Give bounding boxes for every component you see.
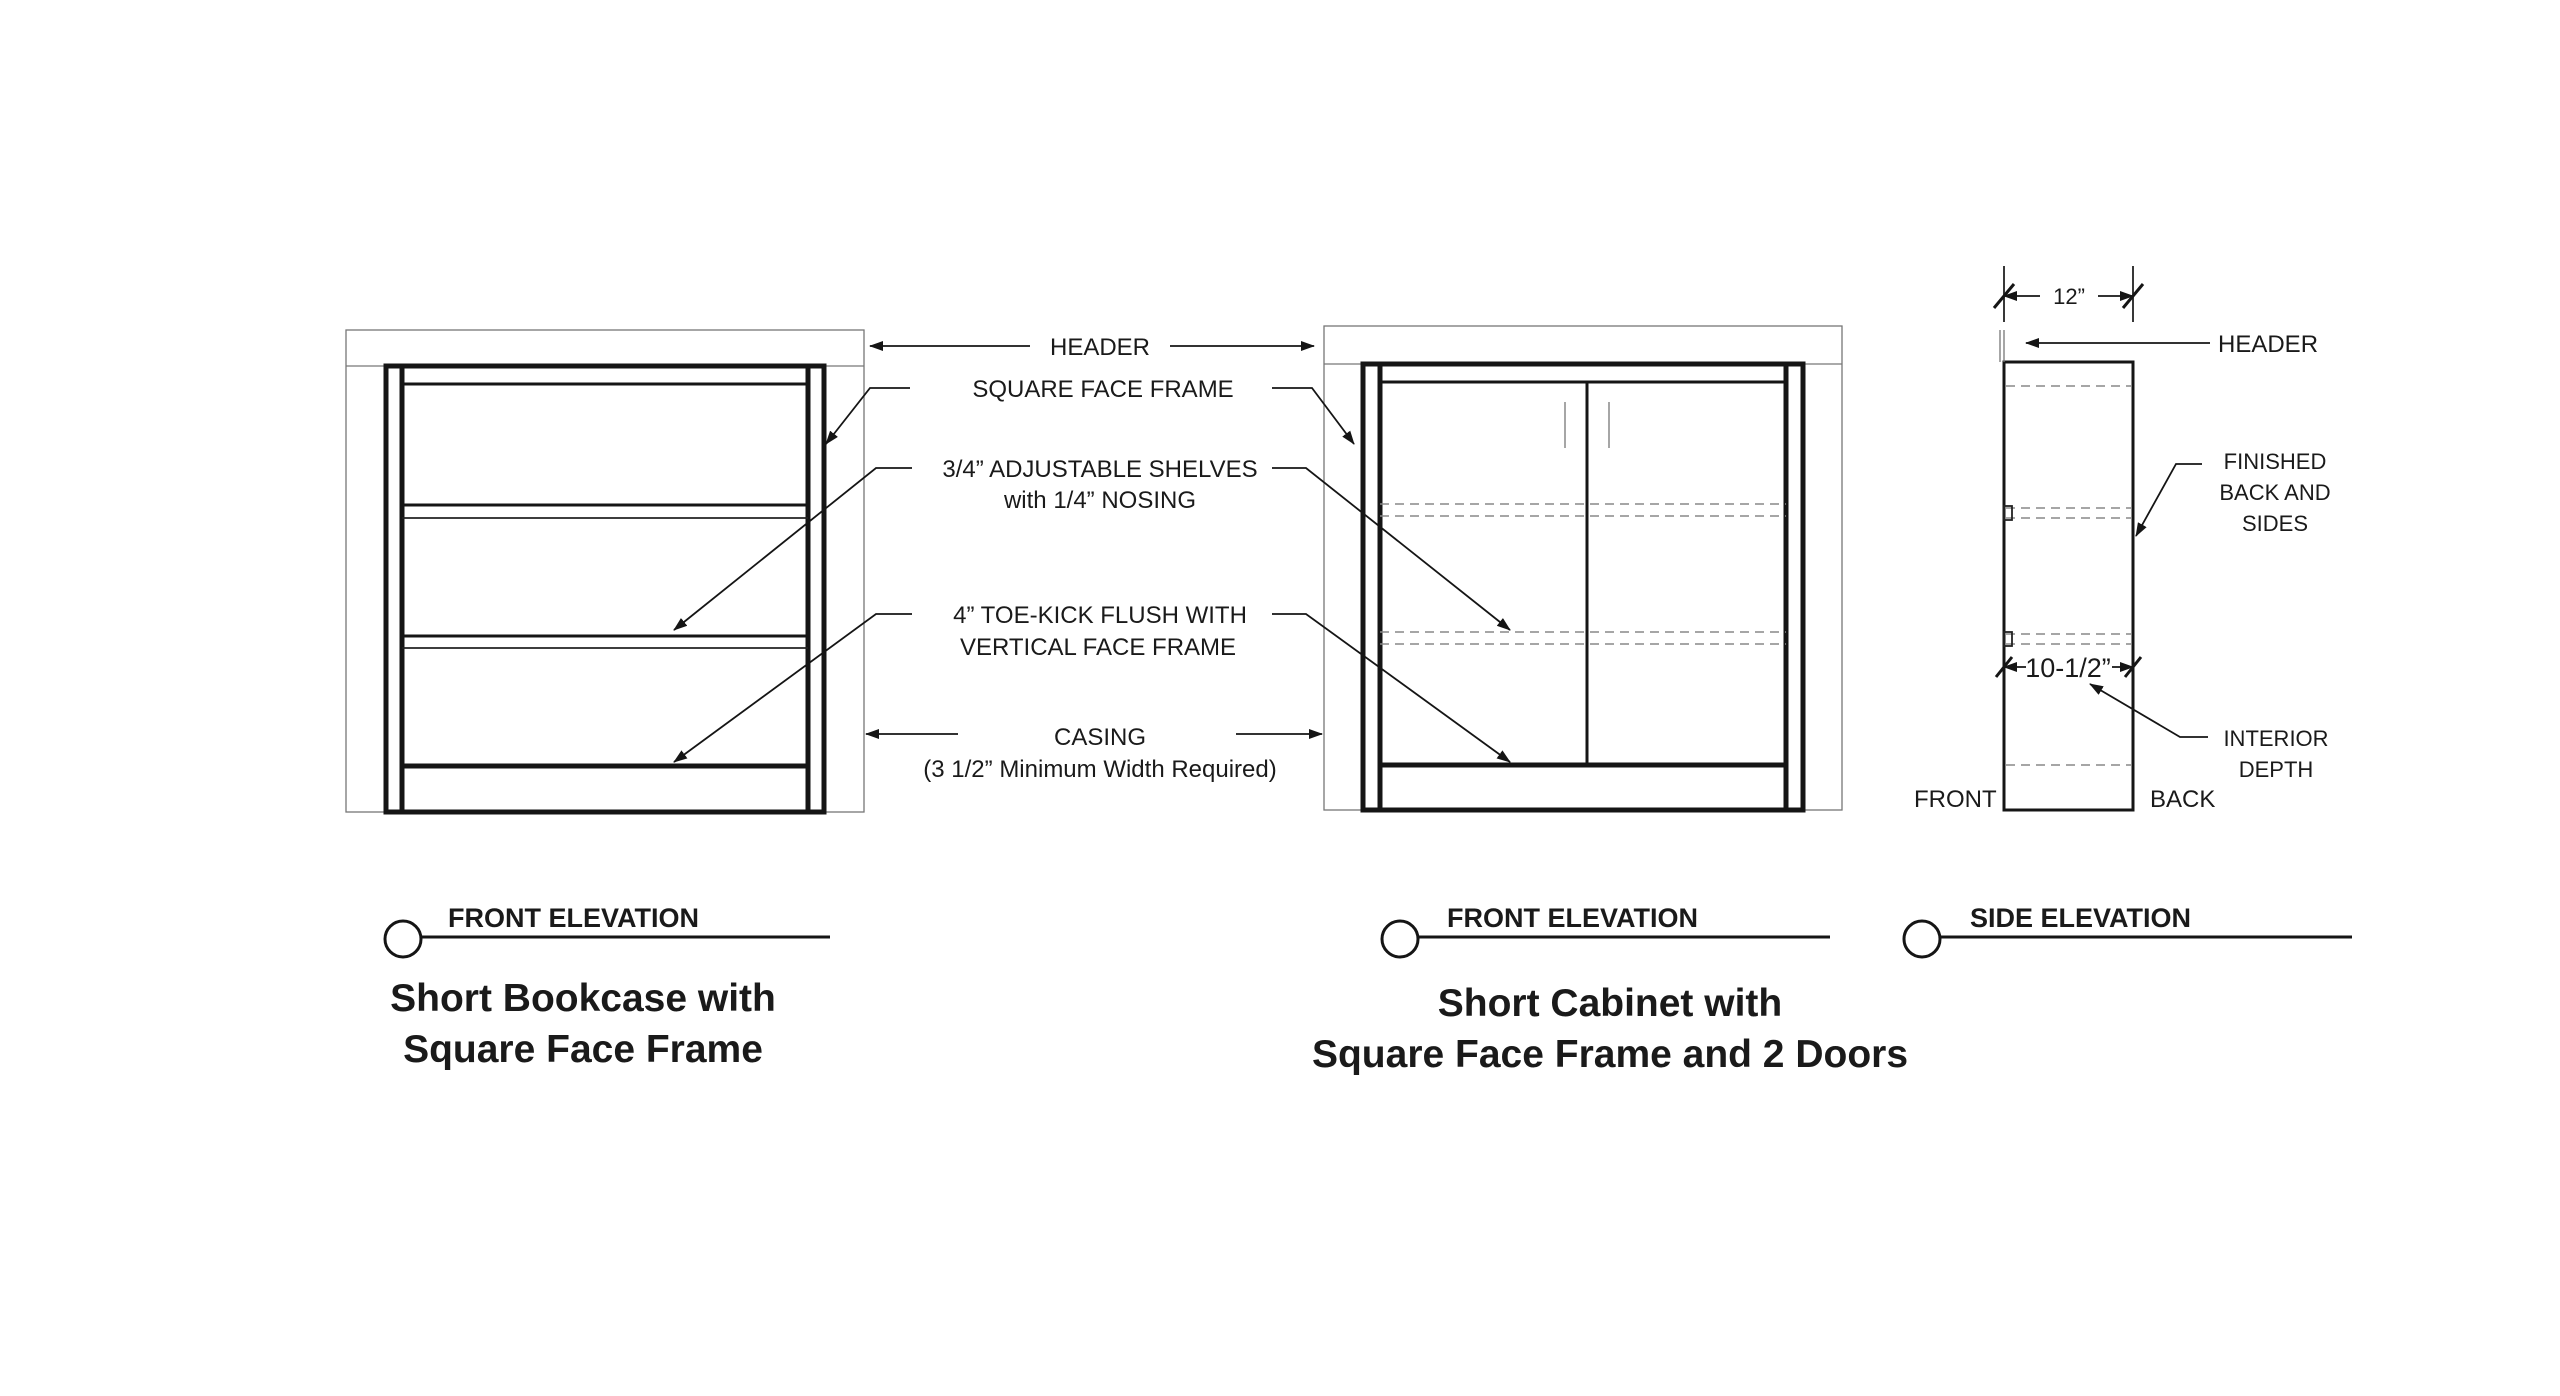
toekick-leader-left xyxy=(673,613,912,763)
cabinet-face-frame xyxy=(1360,361,1806,813)
elevation-marker-circle xyxy=(1380,919,1420,959)
toekick-leader-right xyxy=(1272,613,1511,763)
side-cabinet-body xyxy=(2002,360,2135,812)
finished-label-line2: BACK AND xyxy=(2219,480,2330,505)
face-frame-leader-left xyxy=(825,387,910,445)
square-face-frame-label: SQUARE FACE FRAME xyxy=(972,376,1233,403)
shelves-leader-right xyxy=(1272,467,1511,631)
cabinet-title: Short Cabinet with Square Face Frame and… xyxy=(1312,982,1908,1076)
side-header-label: HEADER xyxy=(2218,331,2318,358)
side-width-dim-label: 12” xyxy=(2053,284,2085,309)
elevation-label: SIDE ELEVATION xyxy=(1970,903,2191,933)
back-label: BACK xyxy=(2150,786,2215,813)
callout-labels: HEADER SQUARE FACE FRAME 3/4” ADJUSTABLE… xyxy=(923,334,1276,783)
elevation-marker-circle xyxy=(1902,919,1942,959)
finished-label-line1: FINISHED xyxy=(2224,449,2327,474)
side-nosing-1 xyxy=(2003,505,2013,521)
cabinet-header-outline xyxy=(1323,325,1843,811)
elevation-label: FRONT ELEVATION xyxy=(448,903,699,933)
side-depth-dim-label: 10-1/2” xyxy=(2025,653,2111,683)
side-nosing-2 xyxy=(2003,631,2013,647)
bookcase-front-elevation xyxy=(345,329,865,815)
finished-label-line3: SIDES xyxy=(2242,511,2308,536)
side-elevation-labels: 12” HEADER FINISHED BACK AND SIDES 10-1/… xyxy=(1914,284,2331,813)
toekick-label-line2: VERTICAL FACE FRAME xyxy=(960,634,1236,661)
casing-label-line1: CASING xyxy=(1054,724,1146,751)
bookcase-title-line1: Short Bookcase with xyxy=(390,977,776,1020)
elevation-marker-circle xyxy=(383,919,423,959)
interior-label-line1: INTERIOR xyxy=(2223,726,2328,751)
header-label: HEADER xyxy=(1050,334,1150,361)
bookcase-title-line2: Square Face Frame xyxy=(403,1028,763,1071)
bookcase-face-frame xyxy=(383,363,827,815)
cabinet-title-line2: Square Face Frame and 2 Doors xyxy=(1312,1033,1908,1076)
interior-label-line2: DEPTH xyxy=(2239,757,2314,782)
front-label: FRONT xyxy=(1914,786,1997,813)
casing-label-line2: (3 1/2” Minimum Width Required) xyxy=(923,756,1276,783)
elevation-tag-cabinet: FRONT ELEVATION xyxy=(1380,903,1830,959)
elevation-tag-bookcase: FRONT ELEVATION xyxy=(383,903,830,959)
side-width-tick-right xyxy=(2121,283,2145,309)
bookcase-title: Short Bookcase with Square Face Frame xyxy=(390,977,776,1071)
face-frame-leader-right xyxy=(1272,387,1355,445)
elevation-tag-side: SIDE ELEVATION xyxy=(1902,903,2352,959)
shelves-label-line1: 3/4” ADJUSTABLE SHELVES xyxy=(942,456,1257,483)
interior-depth-leader xyxy=(2089,683,2208,738)
elevation-label: FRONT ELEVATION xyxy=(1447,903,1698,933)
bookcase-header-outline xyxy=(345,329,865,813)
side-elevation xyxy=(1992,266,2145,812)
side-width-tick-left xyxy=(1992,283,2016,309)
callout-leaders xyxy=(673,338,2210,763)
shelves-label-line2: with 1/4” NOSING xyxy=(1003,487,1196,514)
finished-leader xyxy=(2135,463,2202,537)
cabinet-title-line1: Short Cabinet with xyxy=(1438,982,1783,1025)
toekick-label-line1: 4” TOE-KICK FLUSH WITH xyxy=(953,602,1247,629)
side-depth-tick-right xyxy=(2123,656,2143,678)
cabinet-front-elevation xyxy=(1323,325,1843,813)
shelves-leader-left xyxy=(673,467,912,631)
side-depth-tick-left xyxy=(1994,656,2014,678)
